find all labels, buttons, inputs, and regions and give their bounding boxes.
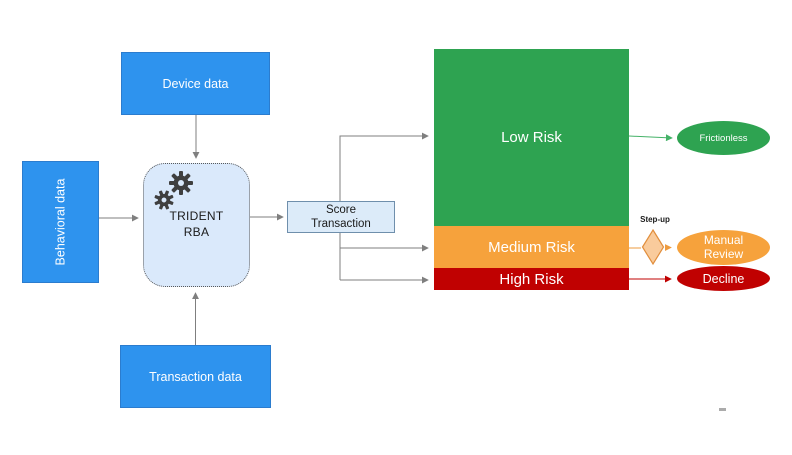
- risk-band-high-label: High Risk: [499, 270, 564, 288]
- outcome-manual-review: Manual Review: [677, 230, 770, 265]
- behavioral-data-box: Behavioral data: [22, 161, 99, 283]
- transaction-data-label: Transaction data: [149, 369, 242, 384]
- outcome-manual-review-label: Manual Review: [703, 232, 744, 261]
- edge-score-to-low: [339, 132, 429, 201]
- outcome-frictionless-label: Frictionless: [699, 132, 748, 144]
- outcome-frictionless: Frictionless: [677, 121, 770, 155]
- device-data-box: Device data: [121, 52, 270, 115]
- device-data-label: Device data: [162, 76, 229, 91]
- risk-band-high: High Risk: [434, 268, 629, 290]
- outcome-decline-label: Decline: [702, 271, 745, 286]
- score-transaction-label: Score Transaction: [311, 203, 371, 230]
- edge-low-to-frictionless: [628, 134, 673, 142]
- transaction-data-box: Transaction data: [120, 345, 271, 408]
- score-transaction-box: Score Transaction: [287, 201, 395, 233]
- engine-name: TRIDENT RBA: [169, 209, 223, 240]
- behavioral-data-label: Behavioral data: [53, 178, 68, 266]
- small-dash-artifact: [719, 408, 726, 411]
- trident-rba-engine-box: TRIDENT RBA: [143, 163, 250, 287]
- risk-band-medium-label: Medium Risk: [488, 238, 575, 256]
- step-up-label: Step-up: [640, 215, 670, 224]
- risk-band-low: Low Risk: [434, 49, 629, 226]
- risk-band-medium: Medium Risk: [434, 226, 629, 268]
- engine-name-line2: RBA: [183, 225, 210, 239]
- risk-band-low-label: Low Risk: [501, 129, 562, 146]
- outcome-decline: Decline: [677, 266, 770, 291]
- gears-icon: [154, 171, 193, 210]
- step-up-diamond: [641, 228, 665, 266]
- engine-name-line1: TRIDENT: [169, 209, 224, 224]
